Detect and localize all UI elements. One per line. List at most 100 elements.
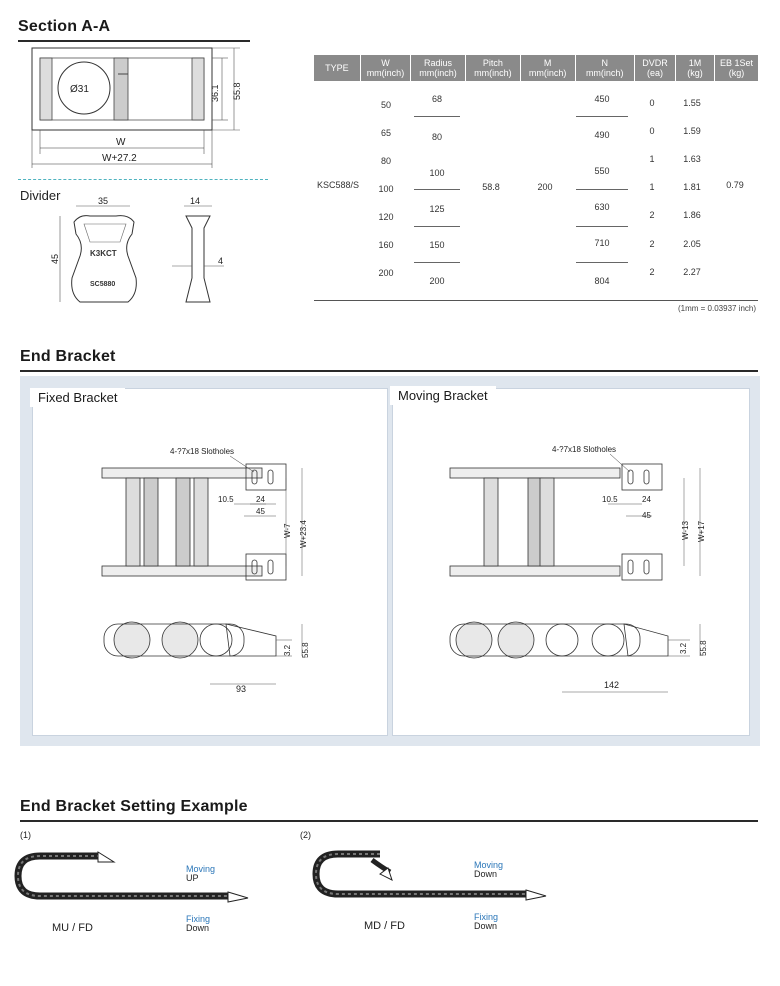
- divider-title: Divider: [20, 188, 61, 203]
- cell-1m: 1.81: [683, 182, 701, 192]
- example-2-code: MD / FD: [364, 920, 405, 932]
- cell-dvdr: 1: [649, 154, 655, 164]
- th-w: W: [381, 58, 390, 68]
- example-1-moving-dir: UP: [186, 873, 199, 883]
- moving-dim-558: 55.8: [699, 640, 708, 656]
- cell-m: 200: [537, 182, 553, 192]
- moving-dim-105: 10.5: [602, 495, 618, 504]
- cell-radius: 80: [431, 132, 442, 142]
- fixed-bracket-panel: [32, 388, 388, 736]
- cell-n: 450: [594, 94, 610, 104]
- example-2-fix-dir: Down: [474, 921, 498, 931]
- cell-radius: 150: [429, 240, 445, 250]
- section-aa-w2: W+27.2: [102, 153, 137, 164]
- fixed-dim-w7: W-7: [283, 523, 292, 538]
- moving-bracket-panel: [392, 388, 750, 736]
- th-m-unit: mm(inch): [528, 68, 567, 78]
- end-bracket-title: End Bracket: [20, 348, 116, 365]
- th-n-unit: mm(inch): [585, 68, 624, 78]
- moving-dim-45: 45: [642, 511, 651, 520]
- example-1-code: MU / FD: [52, 922, 93, 934]
- moving-bracket-title: Moving Bracket: [390, 386, 496, 405]
- cell-w: 80: [380, 156, 391, 166]
- divider-dim-45: 45: [50, 254, 60, 264]
- divider-code: SC5880: [90, 281, 115, 288]
- moving-slot-label: 4-?7x18 Slotholes: [552, 445, 616, 454]
- section-divider-line: [18, 179, 268, 180]
- divider-dim-14: 14: [190, 196, 200, 206]
- th-dvdr-unit: (ea): [646, 68, 663, 78]
- divider-dim-35: 35: [98, 196, 108, 206]
- section-aa-rule: [18, 40, 250, 42]
- cell-1m: 1.63: [683, 154, 701, 164]
- cell-radius: 68: [431, 94, 442, 104]
- fixed-bracket-title: Fixed Bracket: [30, 388, 126, 407]
- moving-bracket-drawing: 4-?7x18 Slotholes 10.5 24 45 W-13 W+17 3…: [449, 445, 708, 693]
- n-divider: [576, 189, 628, 190]
- th-pitch-unit: mm(inch): [474, 68, 512, 78]
- cell-1m: 2.05: [683, 239, 701, 249]
- fixed-bracket-drawing: 4-?7x18 Slotholes 10.5 24 45 W-7 W+23.4 …: [101, 447, 310, 694]
- example-2-chain: [312, 850, 547, 901]
- radius-divider: [414, 116, 460, 117]
- cell-1m: 1.59: [683, 126, 701, 136]
- example-1-moving-label: Moving: [186, 864, 216, 874]
- cell-w: 100: [378, 184, 394, 194]
- th-dvdr: DVDR: [642, 58, 668, 68]
- cell-1m: 1.86: [683, 210, 701, 220]
- moving-dim-142: 142: [604, 680, 619, 690]
- section-aa-w: W: [116, 137, 126, 148]
- section-aa-h2: 55.8: [232, 82, 242, 100]
- fixed-dim-45: 45: [256, 507, 265, 516]
- cell-w: 50: [380, 100, 391, 110]
- fixed-dim-24: 24: [256, 495, 265, 504]
- n-divider: [576, 116, 628, 117]
- divider-drawing: 35 K3KCT SC5880 45 14 4: [50, 196, 224, 303]
- cell-w: 160: [378, 240, 394, 250]
- th-eb-unit: (kg): [728, 68, 745, 78]
- section-aa-dia: Ø31: [70, 84, 89, 95]
- example-1-number: (1): [20, 830, 31, 840]
- th-radius-unit: mm(inch): [419, 68, 457, 78]
- th-1m: 1M: [688, 58, 702, 68]
- cell-w: 65: [380, 128, 391, 138]
- th-w-unit: mm(inch): [366, 68, 405, 78]
- th-type: TYPE: [325, 63, 349, 73]
- cell-dvdr: 1: [649, 182, 655, 192]
- example-1-fix-dir: Down: [186, 923, 210, 933]
- cell-radius: 100: [429, 168, 445, 178]
- fixed-dim-105: 10.5: [218, 495, 234, 504]
- cell-eb: 0.79: [726, 180, 744, 190]
- fixed-dim-32: 3.2: [283, 644, 292, 656]
- cell-radius: 125: [429, 204, 445, 214]
- th-eb: EB 1Set: [719, 58, 753, 68]
- n-divider: [576, 226, 628, 227]
- radius-divider: [414, 189, 460, 190]
- setting-example-rule: [20, 820, 758, 822]
- section-aa-h1: 36.1: [210, 84, 220, 102]
- example-2-moving-dir: Down: [474, 869, 498, 879]
- cell-1m: 2.27: [683, 267, 701, 277]
- example-1-fix-label: Fixing: [186, 914, 211, 924]
- cell-n: 804: [594, 276, 610, 286]
- cell-radius: 200: [429, 276, 445, 286]
- cell-type: KSC588/S: [316, 180, 360, 190]
- fixed-dim-w234: W+23.4: [299, 520, 308, 548]
- example-2-fix-label: Fixing: [474, 912, 499, 922]
- cell-n: 490: [594, 130, 610, 140]
- th-pitch: Pitch: [482, 58, 503, 68]
- fixed-dim-93: 93: [236, 684, 246, 694]
- cell-pitch: 58.8: [482, 182, 500, 192]
- cell-n: 710: [594, 238, 610, 248]
- moving-dim-24: 24: [642, 495, 651, 504]
- example-1-chain: [14, 851, 249, 903]
- cell-dvdr: 2: [649, 210, 655, 220]
- section-aa-drawing: Ø31 36.1 55.8 W W+27.2: [31, 47, 242, 168]
- cell-1m: 1.55: [683, 98, 701, 108]
- example-2-number: (2): [300, 830, 311, 840]
- th-n: N: [601, 58, 608, 68]
- cell-n: 550: [594, 166, 610, 176]
- setting-example-title: End Bracket Setting Example: [20, 798, 248, 815]
- cell-dvdr: 0: [649, 98, 655, 108]
